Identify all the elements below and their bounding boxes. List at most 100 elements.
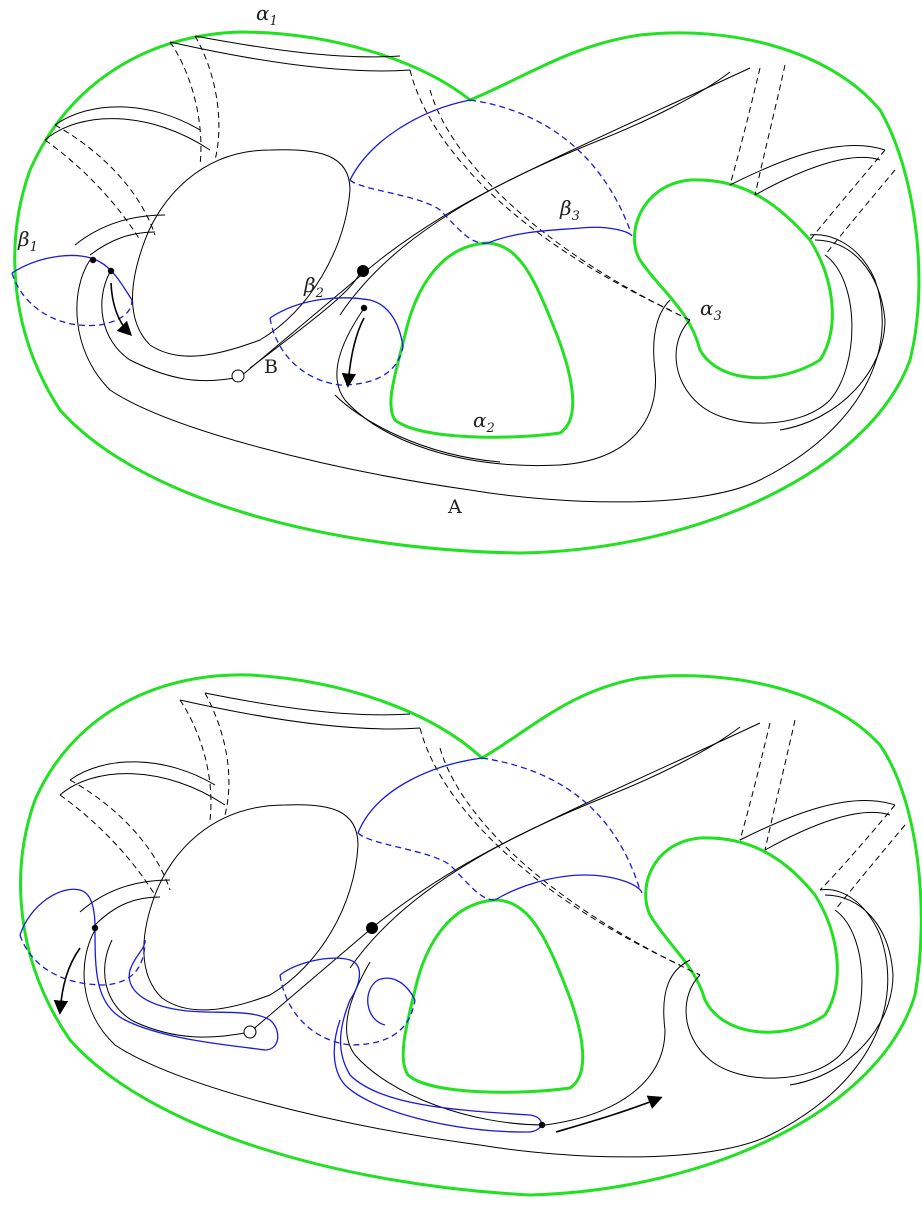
back-strand (739, 722, 771, 841)
bottom-panel (19, 673, 922, 1197)
alpha3-label: α3 (700, 296, 722, 324)
back-strand (59, 794, 156, 896)
alpha1-curve-bottom (19, 673, 922, 1197)
beta1-curve-bottom (19, 888, 279, 1051)
strand (76, 234, 883, 503)
strand (685, 909, 863, 1079)
strand (83, 889, 889, 1158)
beta2-back (269, 317, 404, 386)
strand (69, 761, 216, 786)
back-strand (439, 747, 701, 976)
strand (74, 214, 166, 246)
point-small (91, 924, 99, 932)
point-b-label: B (264, 356, 278, 378)
flow-arrow (53, 947, 81, 1015)
beta3-label: β3 (559, 196, 580, 224)
point-small (538, 1121, 546, 1129)
beta2-back-bottom (279, 974, 416, 1046)
beta3-curve (487, 226, 633, 244)
back-strand (169, 41, 202, 166)
strand (54, 106, 201, 131)
back-strand (194, 35, 220, 161)
back-strand (824, 169, 896, 256)
point-large (366, 922, 378, 934)
beta3-back-bottom (357, 832, 496, 901)
back-strand (44, 139, 141, 241)
back-strand (429, 89, 691, 321)
top-panel: α1 β1 β2 β3 α2 α3 B A (11, 1, 921, 555)
strand (204, 692, 411, 716)
beta2-label: β2 (303, 273, 324, 301)
alpha3-curve-bottom (644, 836, 839, 1034)
back-strand (409, 69, 671, 311)
beta1-label: β1 (17, 227, 38, 255)
strand (94, 896, 161, 926)
point-open (243, 1025, 257, 1039)
back-strand (809, 149, 886, 241)
strand (249, 726, 741, 1033)
strand (789, 894, 894, 1086)
flow-arrow (341, 317, 365, 388)
strand (44, 118, 211, 151)
back-strand (204, 692, 230, 816)
beta2-curve-bottom (279, 957, 542, 1133)
point-a-label: A (447, 496, 462, 518)
strand (739, 800, 896, 841)
alpha1-curve (13, 30, 921, 555)
beta1-curve (11, 254, 133, 301)
back-strand (754, 64, 786, 196)
beta3-curve (349, 99, 471, 181)
beta2-loop-bottom (367, 977, 416, 1026)
strand (349, 722, 761, 969)
back-strand (54, 124, 156, 236)
beta3-curve-bottom (494, 874, 643, 901)
alpha2-curve-bottom (401, 898, 585, 1094)
strand (179, 699, 421, 730)
strand (59, 773, 226, 806)
strand (104, 939, 251, 1038)
flow-arrow (110, 282, 133, 337)
strand (544, 959, 691, 1126)
flow-arrow (555, 1095, 663, 1133)
alpha3-curve (632, 178, 834, 380)
strand (675, 254, 853, 424)
back-strand (179, 699, 212, 821)
point-open (231, 369, 245, 383)
strand (101, 271, 241, 382)
back-strand (419, 727, 681, 966)
strand (79, 879, 171, 913)
strand (729, 145, 886, 186)
beta2-curve (269, 297, 404, 348)
strand (194, 35, 401, 58)
beta3-back (469, 99, 631, 231)
point-large (357, 265, 369, 277)
strand (339, 67, 751, 316)
point-small (107, 267, 115, 275)
beta3-curve-bottom (357, 757, 483, 834)
beta1-back-bottom (19, 934, 146, 986)
point-small (89, 256, 97, 264)
back-strand (834, 824, 906, 911)
point-small (360, 304, 368, 312)
back-strand (819, 804, 896, 891)
strand (169, 41, 411, 72)
beta3-back-bottom (481, 757, 641, 891)
strand (249, 271, 361, 369)
strand (239, 71, 731, 378)
strand (334, 394, 501, 463)
hole1-outline (132, 149, 351, 357)
strand (336, 299, 671, 467)
hole1-outline-bottom (143, 804, 359, 1011)
back-strand (69, 779, 171, 891)
strand (346, 961, 546, 1126)
back-strand (729, 67, 761, 186)
alpha2-curve (389, 241, 575, 439)
strand (89, 231, 156, 256)
beta1-back (11, 272, 133, 327)
alpha2-label: α2 (473, 408, 495, 436)
back-strand (764, 719, 796, 851)
strand (779, 239, 886, 431)
alpha1-label: α1 (256, 1, 278, 29)
beta3-back (349, 179, 489, 244)
